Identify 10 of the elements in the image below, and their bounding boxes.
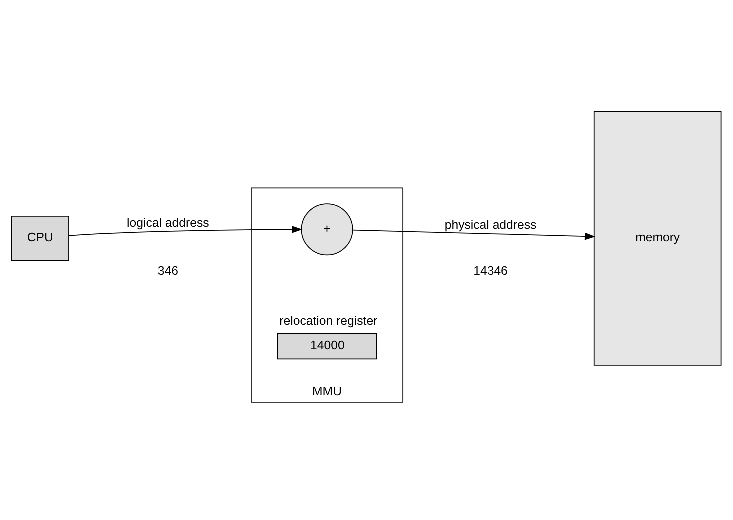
node-box: memory (594, 110, 722, 366)
edge-label: physical address (444, 217, 537, 232)
arrow (68, 225, 303, 236)
node-circle: + (301, 203, 354, 256)
node-box: CPU (11, 215, 70, 260)
arrow (352, 229, 596, 240)
node-label: relocation register (280, 314, 378, 328)
label: 346 (158, 264, 178, 278)
label: 14346 (474, 264, 508, 278)
edge-label: logical address (127, 216, 210, 230)
